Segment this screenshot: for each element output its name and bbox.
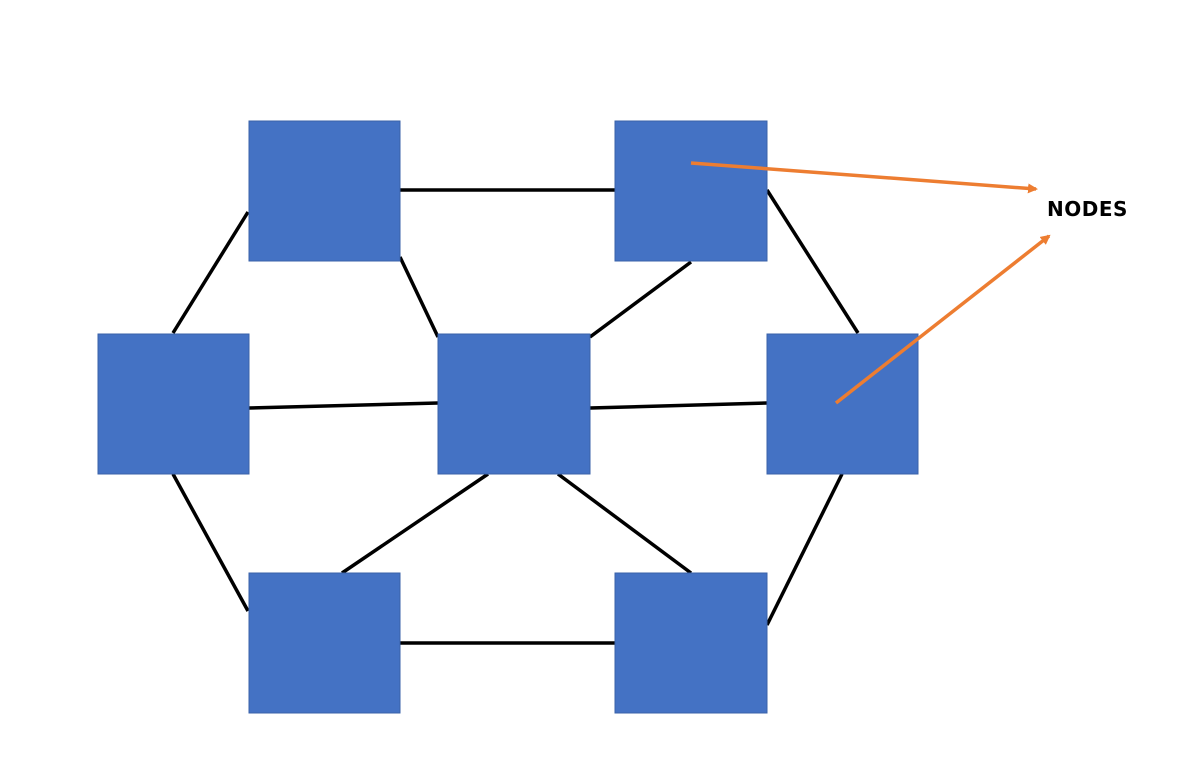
- pointer-arrow-middle-right: [834, 234, 1051, 405]
- edge-top-left-to-middle-left: [171, 211, 250, 334]
- edge-top-left-to-center: [398, 256, 440, 338]
- edge-middle-right-to-bottom-right: [765, 473, 844, 626]
- node-top-left: [248, 120, 401, 262]
- edge-middle-left-to-bottom-left: [171, 473, 250, 612]
- pointer-arrows: [690, 161, 1051, 405]
- edge-center-to-bottom-right: [556, 472, 693, 575]
- nodes: [97, 120, 919, 714]
- edge-middle-left-to-center: [248, 401, 439, 410]
- node-bottom-left: [248, 572, 401, 714]
- node-top-right: [614, 120, 768, 262]
- edges: [171, 188, 860, 645]
- node-bottom-right: [614, 572, 768, 714]
- edge-top-right-to-center: [588, 260, 693, 339]
- nodes-label: NODES: [1047, 197, 1128, 221]
- edge-center-to-bottom-left: [341, 472, 489, 575]
- pointer-arrow-top-right: [690, 161, 1038, 194]
- edge-top-right-to-middle-right: [765, 189, 860, 334]
- node-center: [437, 333, 591, 475]
- edge-center-to-middle-right: [589, 401, 768, 410]
- node-middle-left: [97, 333, 250, 475]
